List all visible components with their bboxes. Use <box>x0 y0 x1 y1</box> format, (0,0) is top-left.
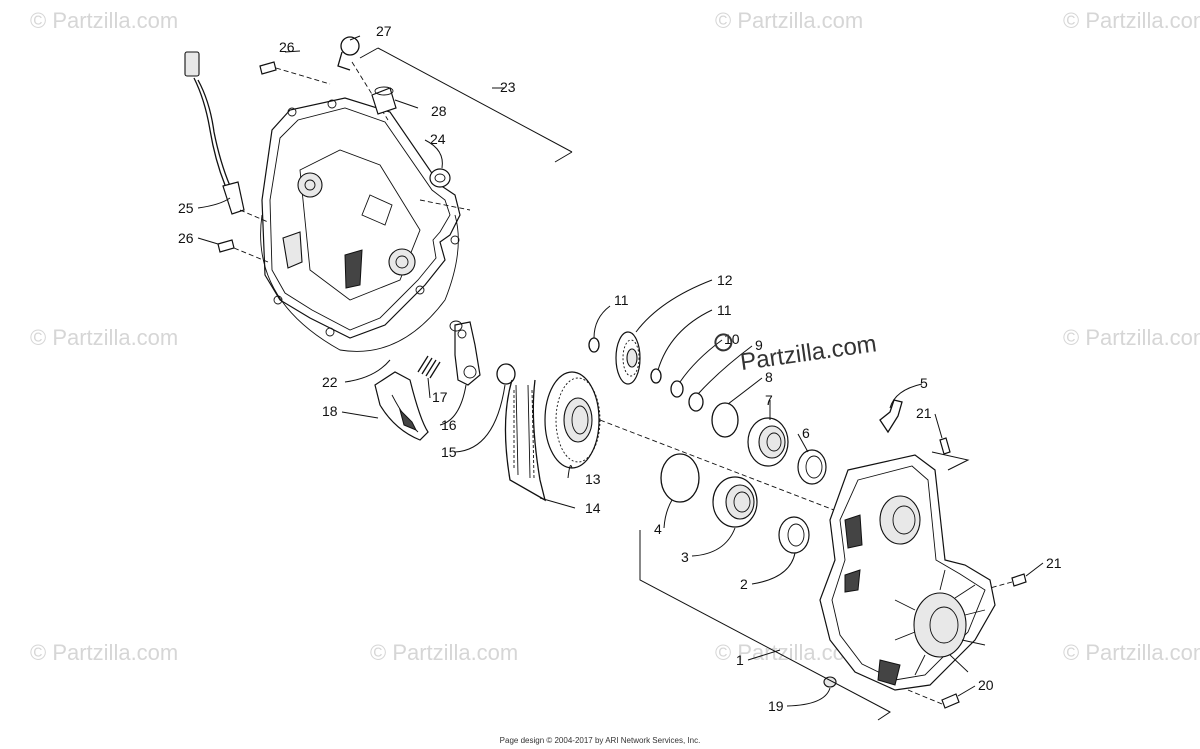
washer-10 <box>670 380 684 398</box>
oring-4 <box>660 453 700 503</box>
outer-housing <box>819 454 996 691</box>
arm-16 <box>449 320 481 386</box>
clip-27 <box>337 36 360 71</box>
watermark: © Partzilla.com <box>30 640 178 665</box>
callout-24: 24 <box>430 131 446 147</box>
callout-labels: 27 26 23 28 24 25 26 22 18 17 16 15 13 1… <box>178 23 1062 714</box>
leader-lines <box>197 35 1044 707</box>
sprocket-12 <box>615 331 641 385</box>
callout-17: 17 <box>432 389 448 405</box>
watermark: © Partzilla.com <box>1063 8 1200 33</box>
watermark: © Partzilla.com <box>715 8 863 33</box>
screw-26-left <box>217 239 269 263</box>
callout-9: 9 <box>755 337 763 353</box>
gasket-line <box>260 214 459 352</box>
page-footer: Page design © 2004-2017 by ARI Network S… <box>499 736 701 745</box>
callout-1: 1 <box>736 652 744 668</box>
washer-9 <box>688 392 704 412</box>
sprocket-13 <box>544 371 601 469</box>
oring-8 <box>711 402 739 438</box>
callout-18: 18 <box>322 403 338 419</box>
callout-14: 14 <box>585 500 601 516</box>
callout-11-right: 11 <box>717 302 732 318</box>
callout-26-left: 26 <box>178 230 194 246</box>
ring-11b <box>650 368 662 384</box>
bearing-3 <box>712 476 758 528</box>
seal-6 <box>797 449 827 485</box>
callout-22: 22 <box>322 374 338 390</box>
callout-4: 4 <box>654 521 662 537</box>
bracket-housing <box>931 451 970 471</box>
watermark: © Partzilla.com <box>30 325 178 350</box>
copyright-icon <box>714 333 733 352</box>
callout-21-right: 21 <box>1046 555 1062 571</box>
watermark: © Partzilla.com <box>370 640 518 665</box>
chain-14 <box>504 379 547 502</box>
seal-2 <box>778 516 810 554</box>
bracket-1 <box>639 530 891 721</box>
callout-21-top: 21 <box>916 405 932 421</box>
watermark-layer: © Partzilla.com © Partzilla.com © Partzi… <box>30 8 1200 665</box>
inner-cover <box>261 97 461 339</box>
callout-5: 5 <box>920 375 928 391</box>
callout-2: 2 <box>740 576 748 592</box>
callout-8: 8 <box>765 369 773 385</box>
watermark: © Partzilla.com <box>1063 325 1200 350</box>
callout-13: 13 <box>585 471 601 487</box>
callout-23: 23 <box>500 79 516 95</box>
callout-20: 20 <box>978 677 994 693</box>
callout-25: 25 <box>178 200 194 216</box>
screw-20 <box>907 689 960 709</box>
callout-3: 3 <box>681 549 689 565</box>
callout-27: 27 <box>376 23 392 39</box>
watermark: © Partzilla.com <box>1063 640 1200 665</box>
screw-21-right <box>989 573 1027 589</box>
screw-26-top <box>259 61 331 85</box>
callout-11-left: 11 <box>614 292 629 308</box>
bearing-7 <box>747 417 789 467</box>
watermark: © Partzilla.com <box>30 8 178 33</box>
callout-15: 15 <box>441 444 457 460</box>
callout-19: 19 <box>768 698 784 714</box>
fitting-5 <box>879 399 903 434</box>
seal-24 <box>429 168 451 188</box>
snap-ring-15 <box>496 363 516 385</box>
callout-12: 12 <box>717 272 733 288</box>
callout-16: 16 <box>441 417 457 433</box>
callout-26-top: 26 <box>279 39 295 55</box>
speed-sensor <box>184 51 269 223</box>
bracket-23 <box>359 47 573 163</box>
spring-17 <box>417 355 441 379</box>
callout-6: 6 <box>802 425 810 441</box>
ring-11a <box>588 337 600 353</box>
callout-28: 28 <box>431 103 447 119</box>
screw-21-top <box>939 437 951 455</box>
plug-19 <box>823 676 837 688</box>
callout-7: 7 <box>765 392 773 408</box>
tensioner-18 <box>374 371 429 441</box>
vent-28 <box>371 86 397 115</box>
